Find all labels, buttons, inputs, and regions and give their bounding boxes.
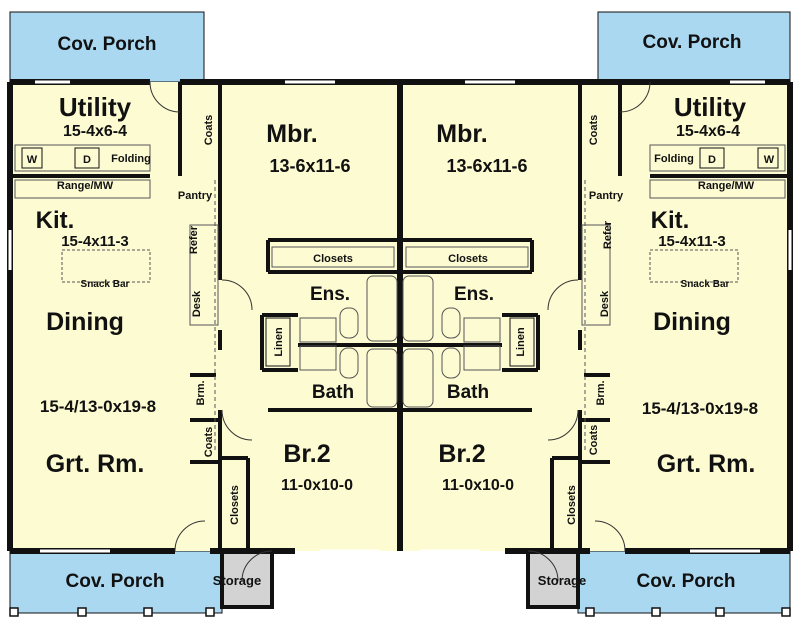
- fixtures: [14, 144, 786, 450]
- washer-label: W: [27, 154, 38, 166]
- mbr-dim: 13-6x11-6: [446, 156, 527, 176]
- utility-label: Utility: [59, 92, 132, 122]
- dining-dim: 15-4/13-0x19-8: [642, 399, 758, 418]
- range-label: Range/MW: [698, 180, 755, 192]
- coats-mid-label: Coats: [203, 427, 215, 458]
- br2-dim: 11-0x10-0: [442, 477, 514, 494]
- coats-mid-label: Coats: [588, 425, 600, 456]
- kit-dim: 15-4x11-3: [658, 233, 726, 250]
- br2-label: Br.2: [283, 440, 330, 468]
- closets-side-label: Closets: [566, 485, 578, 525]
- folding-label: Folding: [111, 153, 151, 165]
- porch-top-right: [597, 11, 791, 83]
- mbr-dim: 13-6x11-6: [269, 156, 350, 176]
- range-label: Range/MW: [57, 180, 114, 192]
- storage-right: [526, 549, 580, 609]
- dining-label: Dining: [46, 308, 124, 336]
- snack-label: Snack Bar: [81, 279, 130, 290]
- door-swings: [149, 81, 651, 582]
- porch-bottom-left-label: Cov. Porch: [66, 571, 165, 592]
- brm-label: Brm.: [595, 380, 607, 405]
- windows: [8, 80, 792, 553]
- kit-label: Kit.: [651, 207, 690, 234]
- utility-dim: 15-4x6-4: [63, 123, 127, 140]
- dining-label: Dining: [653, 308, 731, 336]
- right-unit-labels: Cov. Porch Utility 15-4x6-4 Coats W D Fo…: [436, 32, 775, 592]
- porch-top-right-label: Cov. Porch: [643, 32, 742, 53]
- closets-label: Closets: [448, 253, 488, 265]
- folding-label: Folding: [654, 153, 694, 165]
- pantry-label: Pantry: [178, 190, 213, 202]
- porch-bottom-right: [577, 550, 791, 614]
- right-unit-walls: [400, 82, 790, 551]
- storage-left-label: Storage: [213, 573, 261, 588]
- mbr-label: Mbr.: [436, 120, 487, 148]
- brm-label: Brm.: [195, 380, 207, 405]
- closets-side-label: Closets: [229, 485, 241, 525]
- pantry-label: Pantry: [589, 190, 624, 202]
- porch-bottom-right-label: Cov. Porch: [637, 571, 736, 592]
- coats-top-label: Coats: [203, 115, 215, 146]
- mbr-label: Mbr.: [266, 120, 317, 148]
- desk-label: Desk: [191, 290, 203, 317]
- utility-label: Utility: [674, 92, 747, 122]
- left-unit-walls: [10, 82, 400, 551]
- br2-label: Br.2: [438, 440, 485, 468]
- porch-top-left-label: Cov. Porch: [58, 34, 157, 55]
- desk-label: Desk: [599, 290, 611, 317]
- dining-dim: 15-4/13-0x19-8: [40, 397, 156, 416]
- ens-label: Ens.: [310, 284, 350, 305]
- ens-label: Ens.: [454, 284, 494, 305]
- kit-label: Kit.: [36, 207, 75, 234]
- closets-label: Closets: [313, 253, 353, 265]
- linen-label: Linen: [515, 327, 527, 357]
- left-unit-labels: Cov. Porch Utility 15-4x6-4 Coats W D Fo…: [27, 34, 354, 592]
- refer-label: Refer: [602, 220, 614, 249]
- refer-label: Refer: [188, 225, 200, 254]
- bath-label: Bath: [447, 382, 489, 403]
- kit-dim: 15-4x11-3: [61, 233, 129, 250]
- utility-dim: 15-4x6-4: [676, 123, 740, 140]
- grt-label: Grt. Rm.: [46, 450, 145, 478]
- dryer-label: D: [708, 154, 716, 166]
- bath-label: Bath: [312, 382, 354, 403]
- dryer-label: D: [83, 154, 91, 166]
- snack-label: Snack Bar: [681, 279, 730, 290]
- grt-label: Grt. Rm.: [657, 450, 756, 478]
- storage-right-label: Storage: [538, 573, 586, 588]
- linen-label: Linen: [273, 327, 285, 357]
- washer-label: W: [764, 154, 775, 166]
- coats-top-label: Coats: [588, 115, 600, 146]
- br2-dim: 11-0x10-0: [281, 477, 353, 494]
- porch-top-left: [9, 11, 205, 83]
